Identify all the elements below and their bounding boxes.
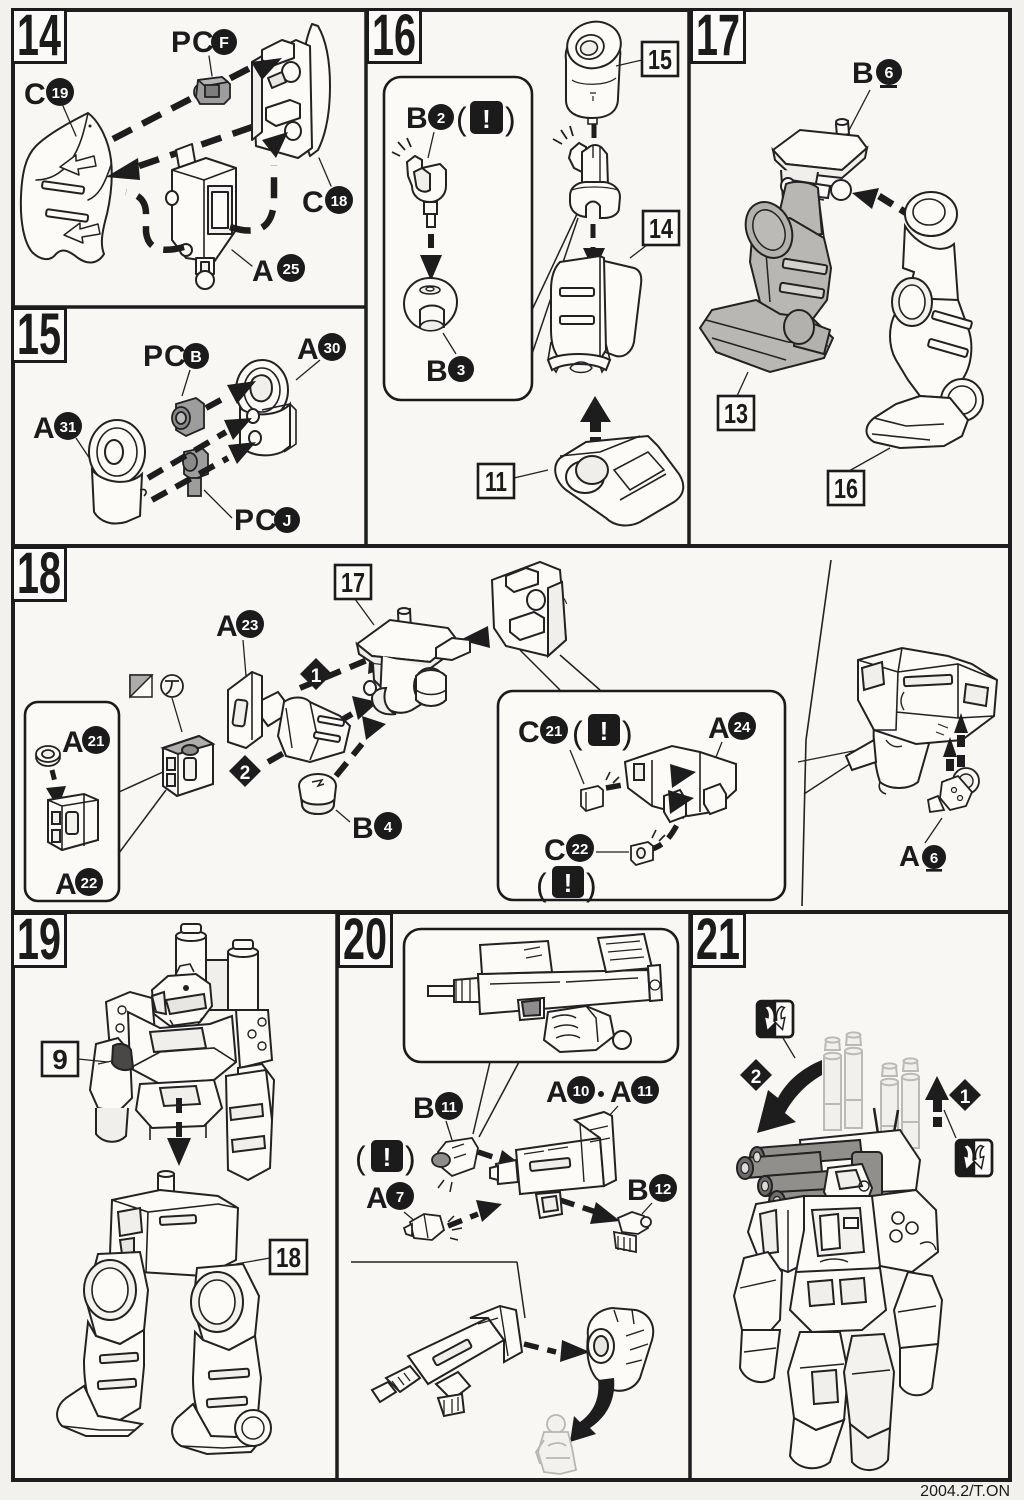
- svg-text:A: A: [297, 333, 319, 366]
- svg-text:13: 13: [724, 398, 748, 429]
- svg-text:11: 11: [485, 466, 507, 497]
- svg-text:A: A: [252, 255, 274, 288]
- svg-text:15: 15: [17, 302, 61, 367]
- svg-text:!: !: [383, 1142, 392, 1172]
- svg-text:17: 17: [696, 3, 740, 68]
- svg-text:(: (: [572, 715, 583, 751]
- svg-text:1: 1: [960, 1087, 971, 1108]
- svg-text:B: B: [406, 102, 428, 135]
- svg-text:!: !: [600, 716, 609, 746]
- svg-text:F: F: [219, 35, 229, 52]
- svg-text:16: 16: [372, 3, 416, 68]
- svg-text:17: 17: [341, 567, 365, 598]
- svg-text:24: 24: [734, 719, 751, 736]
- svg-text:14: 14: [649, 213, 673, 244]
- svg-text:B: B: [413, 1092, 435, 1125]
- svg-text:): ): [622, 715, 633, 751]
- svg-text:A: A: [708, 712, 730, 745]
- svg-text:(: (: [456, 101, 467, 137]
- svg-text:!: !: [564, 868, 573, 898]
- svg-text:18: 18: [276, 1242, 301, 1273]
- svg-text:25: 25: [283, 261, 300, 278]
- svg-text:20: 20: [343, 907, 387, 972]
- svg-text:6: 6: [885, 65, 894, 82]
- svg-text:9: 9: [52, 1044, 68, 1075]
- svg-text:31: 31: [60, 419, 77, 436]
- svg-text:B: B: [852, 57, 874, 90]
- svg-text:11: 11: [637, 1083, 653, 1100]
- svg-text:23: 23: [242, 617, 259, 634]
- svg-text:30: 30: [324, 340, 341, 357]
- svg-text:15: 15: [648, 44, 672, 75]
- svg-text:C: C: [518, 716, 540, 749]
- svg-text:6: 6: [930, 850, 938, 867]
- svg-text:19: 19: [17, 907, 61, 972]
- svg-text:21: 21: [696, 907, 740, 972]
- svg-text:!: !: [482, 104, 491, 134]
- svg-text:19: 19: [52, 85, 69, 102]
- svg-text:2: 2: [437, 110, 445, 127]
- svg-text:2: 2: [240, 763, 251, 784]
- svg-text:12: 12: [655, 1181, 672, 1198]
- svg-text:22: 22: [572, 841, 589, 858]
- svg-text:C: C: [24, 78, 46, 111]
- svg-text:J: J: [283, 513, 292, 530]
- svg-text:11: 11: [441, 1099, 457, 1116]
- svg-text:A: A: [33, 412, 55, 445]
- svg-text:B: B: [627, 1174, 649, 1207]
- svg-text:A: A: [610, 1076, 632, 1109]
- svg-text:A: A: [366, 1182, 388, 1215]
- svg-text:21: 21: [546, 723, 563, 740]
- svg-text:2: 2: [751, 1067, 762, 1088]
- svg-text:4: 4: [384, 819, 393, 836]
- svg-text:A: A: [216, 610, 238, 643]
- svg-text:7: 7: [396, 1189, 404, 1206]
- svg-text:18: 18: [331, 193, 348, 210]
- svg-text:A: A: [899, 841, 920, 873]
- svg-text:3: 3: [457, 362, 465, 379]
- svg-text:C: C: [544, 834, 566, 867]
- svg-text:): ): [586, 867, 597, 903]
- svg-text:(: (: [355, 1140, 366, 1176]
- svg-text:): ): [505, 101, 516, 137]
- svg-text:2004.2/T.ON: 2004.2/T.ON: [920, 1483, 1010, 1500]
- svg-text:B: B: [352, 812, 374, 845]
- svg-text:10: 10: [573, 1083, 590, 1100]
- svg-text:18: 18: [17, 541, 61, 606]
- svg-text:(: (: [536, 867, 547, 903]
- svg-text:PC: PC: [143, 340, 187, 373]
- svg-text:1: 1: [311, 666, 322, 687]
- svg-text:21: 21: [88, 733, 105, 750]
- svg-text:A: A: [546, 1076, 568, 1109]
- svg-text:A: A: [55, 868, 77, 901]
- svg-text:B: B: [426, 355, 448, 388]
- svg-text:C: C: [302, 186, 324, 219]
- svg-text:PC: PC: [171, 26, 215, 59]
- svg-text:A: A: [62, 726, 84, 759]
- svg-text:22: 22: [81, 875, 98, 892]
- svg-text:14: 14: [17, 3, 61, 68]
- svg-text:B: B: [190, 349, 202, 366]
- svg-text:PC: PC: [234, 504, 278, 537]
- svg-text:16: 16: [834, 473, 858, 504]
- svg-text:): ): [405, 1140, 416, 1176]
